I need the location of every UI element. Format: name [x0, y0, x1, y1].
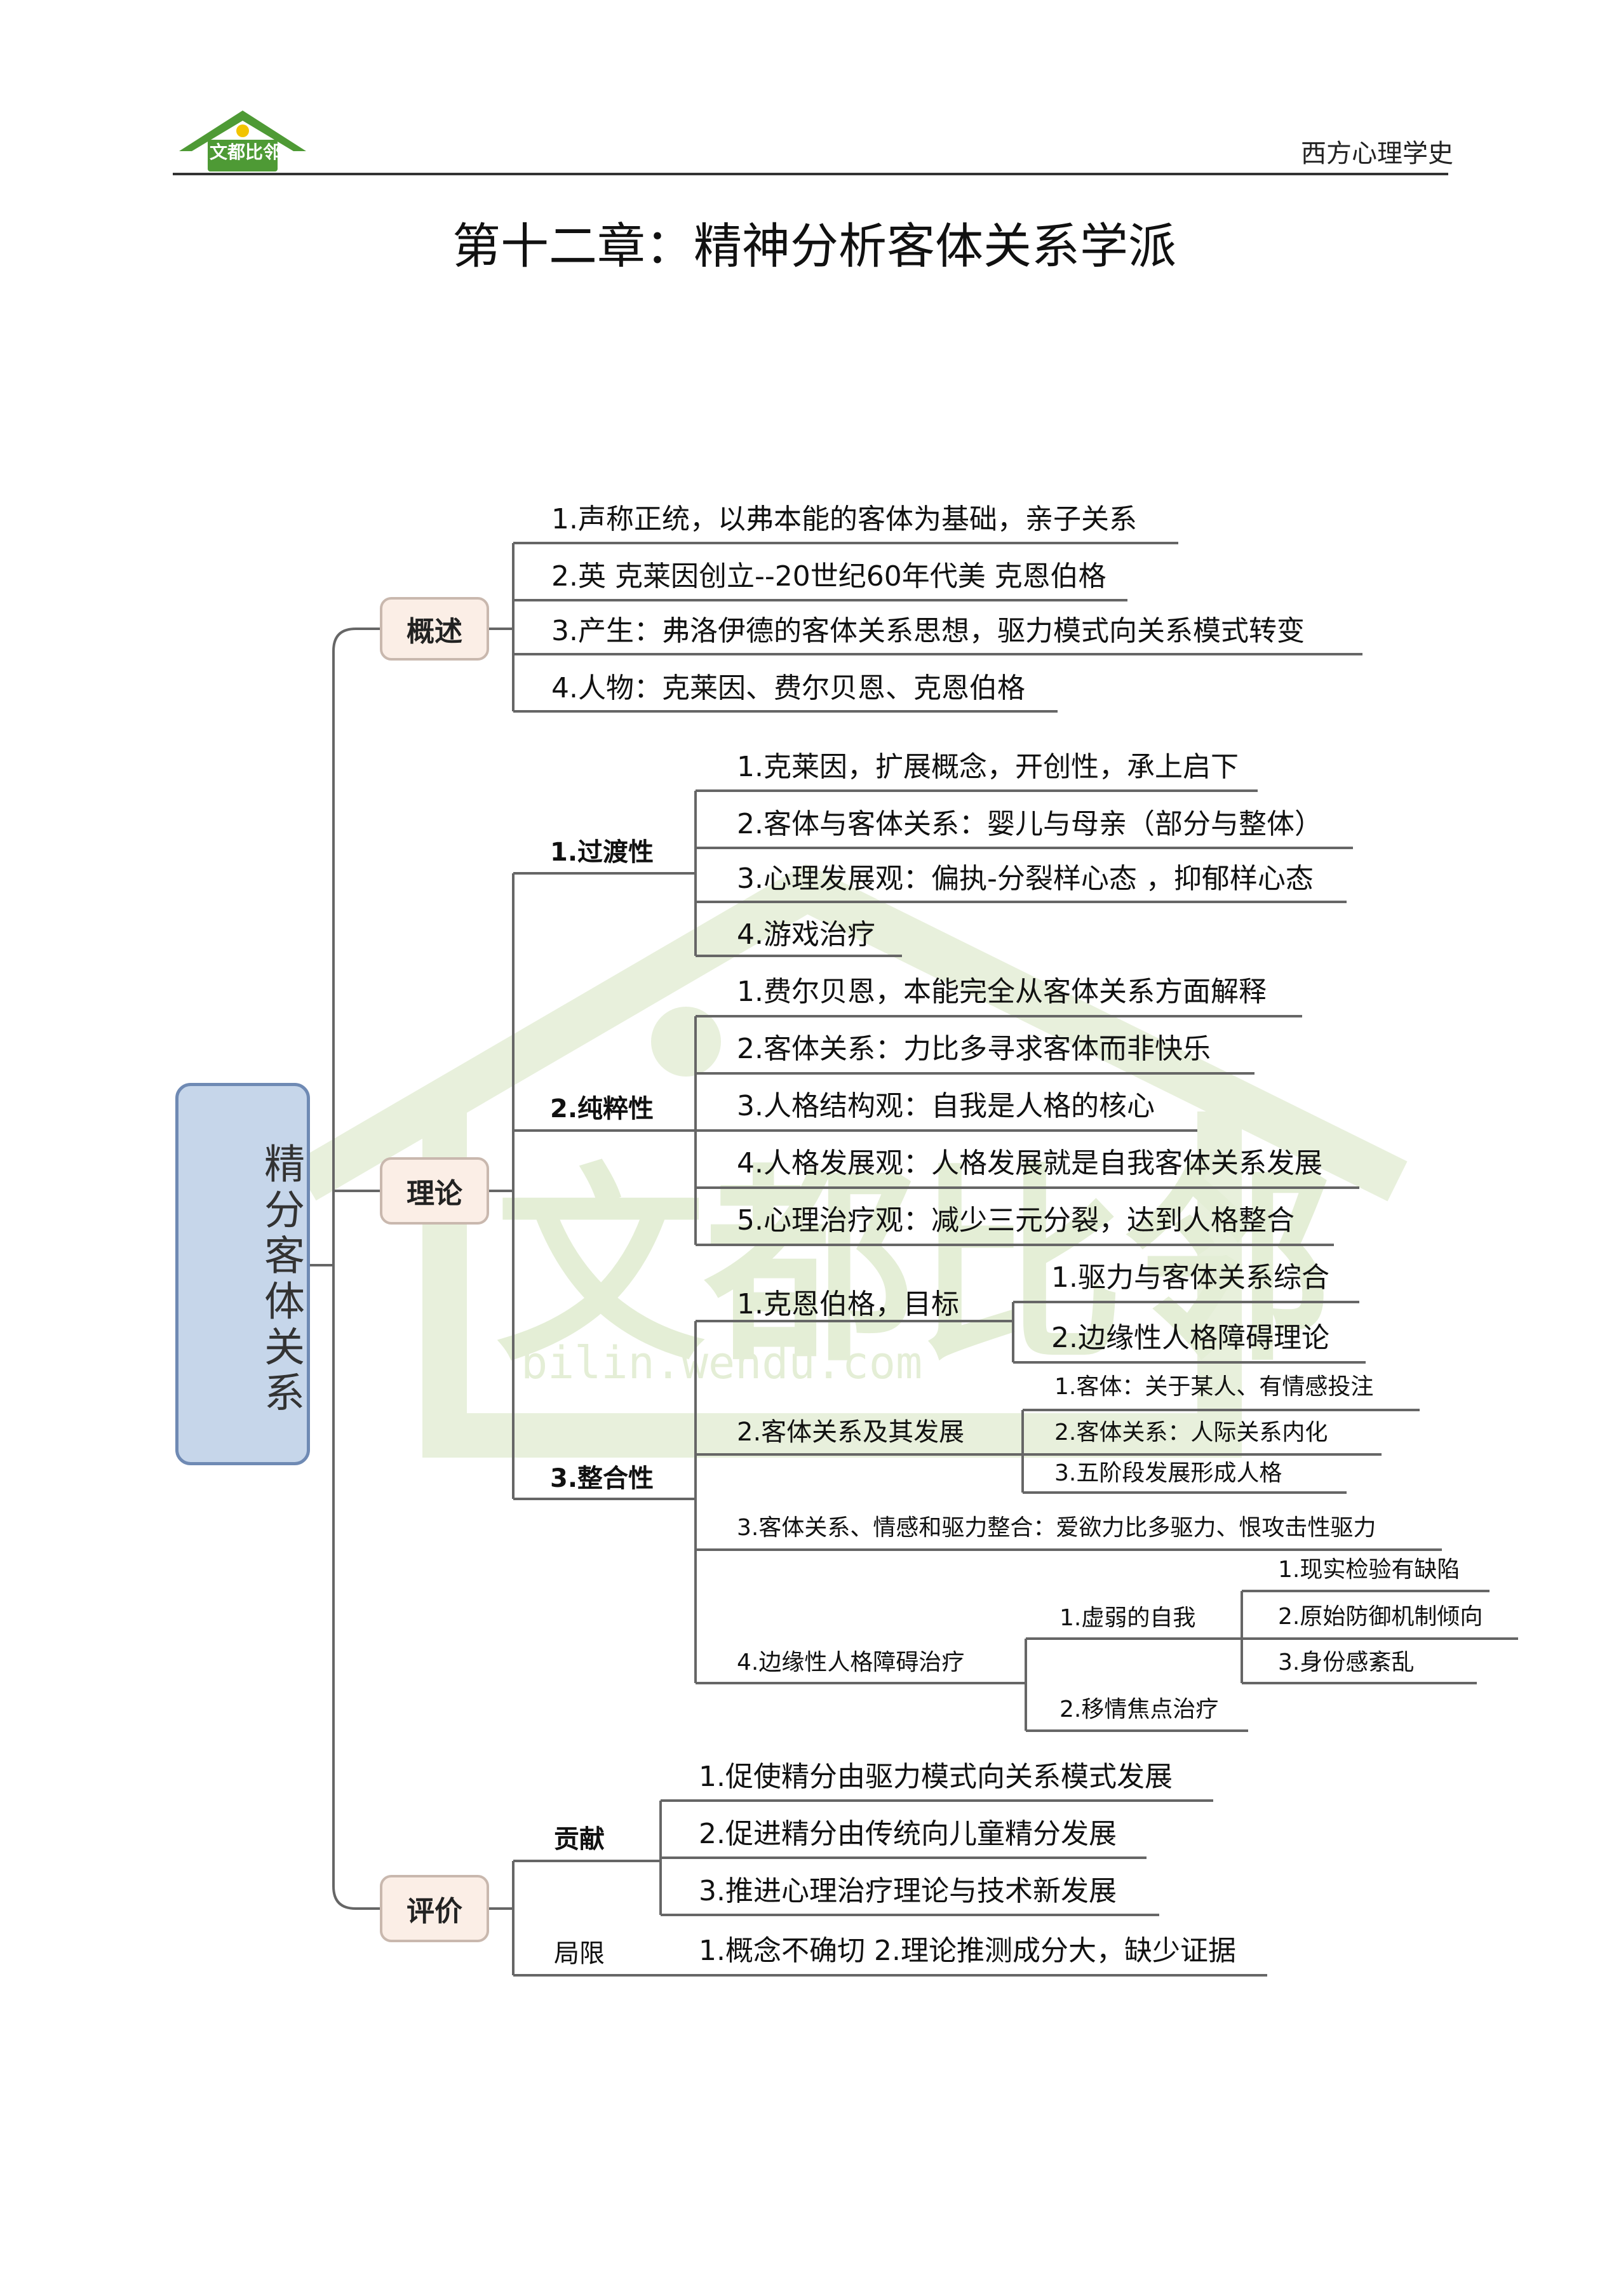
pure-item: 4.人格发展观：人格发展就是自我客体关系发展 [737, 1147, 1322, 1179]
theory-pure-label: 2.纯粹性 [550, 1094, 654, 1124]
kernberg-label: 1.克恩伯格，目标 [737, 1288, 959, 1320]
node-evaluation: 评价 [380, 1875, 489, 1942]
object-relations-item: 1.客体：关于某人、有情感投注 [1054, 1374, 1374, 1400]
object-relations-label: 2.客体关系及其发展 [737, 1418, 965, 1447]
integration-item: 3.客体关系、情感和驱力整合：爱欲力比多驱力、恨攻击性驱力 [737, 1515, 1376, 1541]
weak-ego-label: 1.虚弱的自我 [1059, 1605, 1196, 1631]
watermark-url: bilin.wendu.com [521, 1337, 922, 1389]
weak-ego-item: 2.原始防御机制倾向 [1278, 1604, 1483, 1630]
pure-item: 3.人格结构观：自我是人格的核心 [737, 1090, 1155, 1122]
contribution-item: 1.促使精分由驱力模式向关系模式发展 [699, 1761, 1173, 1793]
overview-item: 3.产生：弗洛伊德的客体关系思想，驱力模式向关系模式转变 [551, 615, 1305, 647]
root-label: 精分客体关系 [257, 1143, 304, 1417]
overview-item: 4.人物：克莱因、费尔贝恩、克恩伯格 [551, 672, 1025, 704]
logo-icon [179, 111, 306, 171]
contribution-label: 贡献 [554, 1825, 605, 1854]
logo-text: 文都比邻 [210, 142, 281, 163]
transitional-item: 4.游戏治疗 [737, 918, 875, 951]
node-theory: 理论 [380, 1157, 489, 1225]
header-rule [173, 173, 1448, 175]
kernberg-item: 2.边缘性人格障碍理论 [1051, 1322, 1329, 1354]
node-overview: 概述 [380, 597, 489, 661]
header-subject: 西方心理学史 [1301, 139, 1453, 168]
theory-transitional-label: 1.过渡性 [550, 838, 654, 867]
weak-ego-item: 3.身份感紊乱 [1278, 1649, 1415, 1675]
borderline-label: 4.边缘性人格障碍治疗 [737, 1649, 965, 1675]
pure-item: 2.客体关系：力比多寻求客体而非快乐 [737, 1033, 1211, 1065]
limitation-item: 1.概念不确切 2.理论推测成分大，缺少证据 [699, 1935, 1236, 1967]
watermark-house-icon [293, 864, 1408, 1458]
transitional-item: 1.克莱因，扩展概念，开创性，承上启下 [737, 751, 1239, 783]
weak-ego-item: 1.现实检验有缺陷 [1278, 1557, 1460, 1583]
object-relations-item: 3.五阶段发展形成人格 [1054, 1460, 1282, 1486]
theory-integrative-label: 3.整合性 [550, 1464, 654, 1493]
mindmap-root: 精分客体关系 [175, 1083, 310, 1465]
contribution-item: 2.促进精分由传统向儿童精分发展 [699, 1818, 1117, 1850]
kernberg-item: 1.驱力与客体关系综合 [1051, 1261, 1329, 1294]
transitional-item: 3.心理发展观：偏执-分裂样心态 ，抑郁样心态 [737, 863, 1314, 895]
pure-item: 1.费尔贝恩，本能完全从客体关系方面解释 [737, 976, 1267, 1008]
overview-item: 1.声称正统，以弗本能的客体为基础，亲子关系 [551, 503, 1137, 535]
transitional-item: 2.客体与客体关系：婴儿与母亲（部分与整体） [737, 808, 1322, 840]
page-title: 第十二章：精神分析客体关系学派 [452, 218, 1176, 274]
transference-item: 2.移情焦点治疗 [1059, 1696, 1219, 1722]
object-relations-item: 2.客体关系：人际关系内化 [1054, 1420, 1328, 1446]
contribution-item: 3.推进心理治疗理论与技术新发展 [699, 1875, 1117, 1907]
limitation-label: 局限 [554, 1939, 605, 1968]
overview-item: 2.英 克莱因创立--20世纪60年代美 克恩伯格 [551, 560, 1106, 593]
pure-item: 5.心理治疗观：减少三元分裂，达到人格整合 [737, 1204, 1295, 1237]
header: 文都比邻 西方心理学史 [0, 0, 1621, 184]
